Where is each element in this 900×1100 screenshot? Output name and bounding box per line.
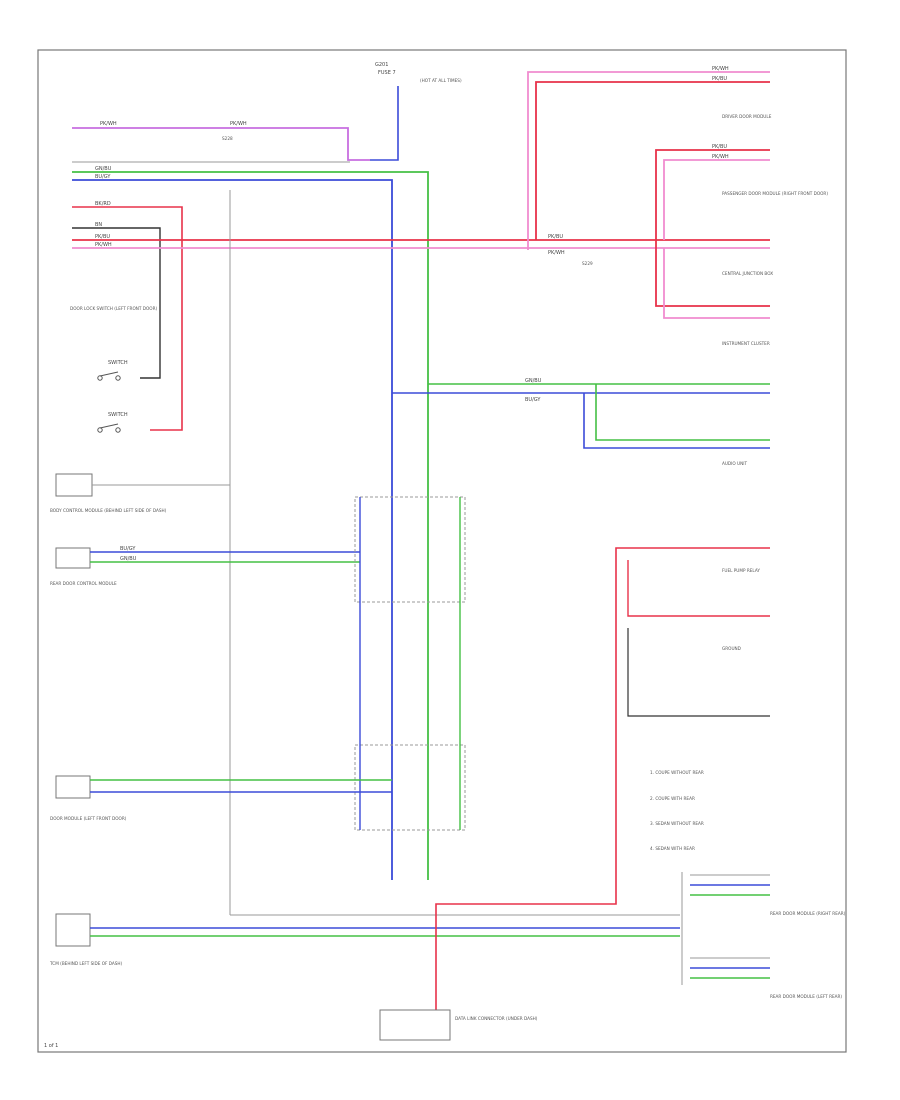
bu-gy-label-r: BU/GY xyxy=(525,397,541,403)
door-module-label: DOOR MODULE (LEFT FRONT DOOR) xyxy=(50,816,127,821)
splice-mid-label: S229 xyxy=(582,261,593,266)
pass-module-label: PASSENGER DOOR MODULE (RIGHT FRONT DOOR) xyxy=(722,191,828,196)
violet-top-wire xyxy=(72,127,370,161)
tcm-label: TCM (BEHIND LEFT SIDE OF DASH) xyxy=(49,961,123,966)
rdcm-label: REAR DOOR CONTROL MODULE xyxy=(50,581,117,586)
pink-main-label: PK/WH xyxy=(95,242,112,248)
black-switch-wire xyxy=(72,227,161,379)
rdcm-bu-label: BU/GY xyxy=(120,546,136,552)
note-1: 1. COUPE WITHOUT REAR xyxy=(650,770,704,775)
cluster-label: INSTRUMENT CLUSTER xyxy=(722,341,770,346)
note-4: 4. SEDAN WITH REAR xyxy=(650,846,695,851)
pink-driver-wire xyxy=(527,71,770,250)
red-fuel-pump-wire xyxy=(435,547,770,1010)
top-fuse-label: FUSE 7 xyxy=(378,70,396,76)
door-module-connector xyxy=(55,775,91,799)
driver-module-label: DRIVER DOOR MODULE xyxy=(722,114,772,119)
ground-label: GROUND xyxy=(722,646,741,651)
red-switch-label: BK/RD xyxy=(95,201,111,207)
page-marker: 1 of 1 xyxy=(44,1043,58,1049)
fuel-relay-label: FUEL PUMP RELAY xyxy=(722,568,760,573)
connector-block-upper xyxy=(354,496,466,603)
bcm-label: BODY CONTROL MODULE (BEHIND LEFT SIDE OF… xyxy=(50,508,167,513)
pink-pass-wire xyxy=(663,159,770,240)
cjb-label: CENTRAL JUNCTION BOX xyxy=(722,271,773,276)
note-2: 2. COUPE WITH REAR xyxy=(650,796,695,801)
pass-wire-b: PK/WH xyxy=(712,154,729,160)
red-switch-wire xyxy=(72,206,183,431)
switch-2-label: SWITCH xyxy=(108,412,128,418)
red-main-label: PK/BU xyxy=(95,234,110,240)
connector-block-lower xyxy=(354,744,466,831)
driver-wire-b: PK/BU xyxy=(712,76,727,82)
black-switch-label: BN xyxy=(95,222,102,228)
blue-bus-wire xyxy=(72,179,393,880)
audio-label: AUDIO UNIT xyxy=(722,461,747,466)
top-ground-label: G201 xyxy=(375,62,388,68)
rdcm-connector xyxy=(55,547,91,569)
pink-cjb-wire xyxy=(663,248,770,319)
left-module-1-label: DOOR LOCK SWITCH (LEFT FRONT DOOR) xyxy=(70,306,157,311)
red-fuel-branch xyxy=(627,560,770,617)
dlc-connector xyxy=(379,1009,451,1041)
red-pass-wire xyxy=(655,149,770,248)
ground-wire xyxy=(627,628,770,717)
green-audio-wire xyxy=(595,384,770,441)
blue-audio-wire xyxy=(583,393,770,449)
bcm-connector xyxy=(55,473,93,497)
top-fuse-callout: G201 FUSE 7 (HOT AT ALL TIMES) xyxy=(375,62,462,83)
driver-wire-a: PK/WH xyxy=(712,66,729,72)
blue-wire-label: BU/GY xyxy=(95,174,111,180)
note-3: 3. SEDAN WITHOUT REAR xyxy=(650,821,704,826)
diagram-frame xyxy=(37,49,847,1053)
violet-wire-label-2: PK/WH xyxy=(230,121,247,127)
violet-wire-label-1: PK/WH xyxy=(100,121,117,127)
pass-wire-a: PK/BU xyxy=(712,144,727,150)
tcm-connector xyxy=(55,913,91,947)
rdcm-gn-label: GN/BU xyxy=(120,556,137,562)
rdm-l-label: REAR DOOR MODULE (LEFT REAR) xyxy=(770,994,842,999)
gn-bu-label-r: GN/BU xyxy=(525,378,542,384)
notes-block: 1. COUPE WITHOUT REAR 2. COUPE WITH REAR… xyxy=(650,770,704,851)
red-driver-wire xyxy=(535,81,770,240)
pink-right-label: PK/WH xyxy=(548,250,565,256)
green-wire-label: GN/BU xyxy=(95,166,112,172)
lock-switch-2: SWITCH xyxy=(97,412,128,433)
switch-1-label: SWITCH xyxy=(108,360,128,366)
top-fuse-note: (HOT AT ALL TIMES) xyxy=(420,78,462,83)
red-cjb-wire xyxy=(655,248,770,307)
lock-switch-1: SWITCH xyxy=(97,360,128,381)
rdm-r-label: REAR DOOR MODULE (RIGHT REAR) xyxy=(770,911,846,916)
green-bus-wire xyxy=(72,171,429,880)
splice-top-label: S228 xyxy=(222,136,233,141)
red-right-label: PK/BU xyxy=(548,234,563,240)
dlc-label: DATA LINK CONNECTOR (UNDER DASH) xyxy=(455,1016,538,1021)
fuse-feed-wire xyxy=(370,86,399,161)
